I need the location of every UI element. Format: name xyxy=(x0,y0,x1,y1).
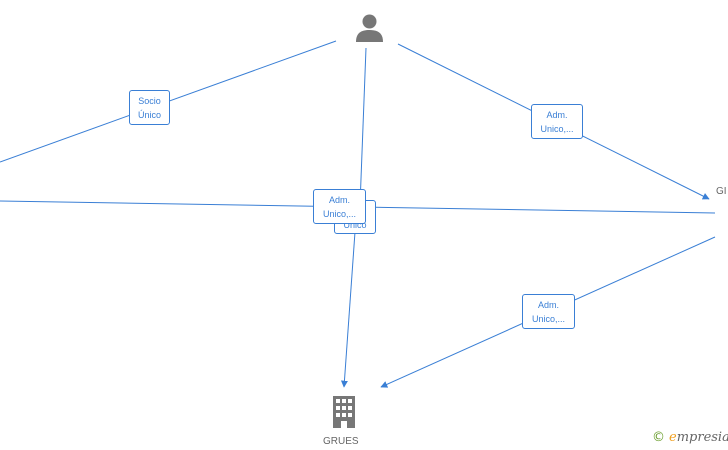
brand-name-rest: mpresia xyxy=(676,430,728,445)
edge-label-adm-bottom-right[interactable]: Adm. Unico,... xyxy=(522,294,575,329)
brand-watermark: © empresia xyxy=(652,430,728,445)
company-label[interactable]: GRUES xyxy=(323,436,359,447)
right-node-label[interactable]: GI xyxy=(716,186,727,197)
edge-label-line: Adm. xyxy=(537,300,559,310)
edge-label-line: Unico,... xyxy=(531,314,565,324)
edge-label-adm-center[interactable]: Adm. Unico,... xyxy=(313,189,366,224)
edge-label-line: Socio xyxy=(138,96,161,106)
building-icon[interactable] xyxy=(331,396,357,428)
edge-label-line: Unico,... xyxy=(322,209,356,219)
edge-label-line: Adm. xyxy=(546,110,568,120)
edge-center-company xyxy=(340,231,356,388)
edge-label-adm-top-right[interactable]: Adm. Unico,... xyxy=(531,104,583,139)
copyright-symbol: © xyxy=(652,430,665,445)
edge-label-line: Adm. xyxy=(328,195,350,205)
edge-label-line: Unico,... xyxy=(540,124,574,134)
edge-person-center xyxy=(359,47,367,206)
person-icon[interactable] xyxy=(355,13,384,43)
brand-initial: e xyxy=(669,430,677,445)
edge-label-line: Único xyxy=(137,110,161,120)
edge-label-line: Unico xyxy=(343,220,367,230)
edge-label-socio-unico[interactable]: Socio Único xyxy=(129,90,170,125)
